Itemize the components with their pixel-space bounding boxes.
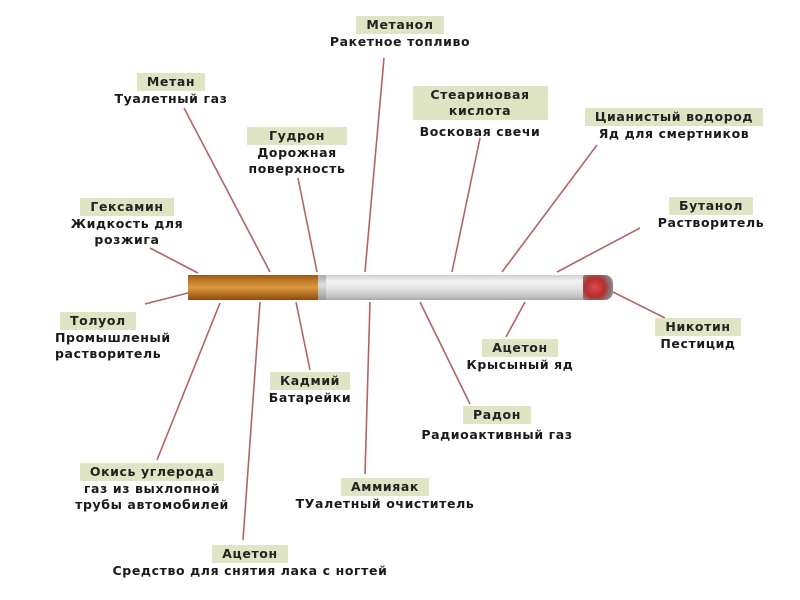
line-nicotine — [612, 291, 666, 319]
label-desc: Крысыный яд — [466, 357, 574, 372]
label-desc: Дорожная — [257, 145, 337, 160]
label-desc: Радиоактивный газ — [421, 427, 573, 442]
label-desc: Жидкость для — [70, 216, 184, 231]
label-desc: розжига — [94, 232, 160, 247]
label-title: Метан — [136, 73, 206, 91]
line-hexamine — [149, 247, 199, 274]
label-title: Гексамин — [80, 198, 174, 216]
label-title: Гудрон — [247, 127, 347, 145]
cigarette-filter — [188, 275, 318, 300]
label-title: Окись углерода — [79, 463, 225, 481]
label-title: Толуол — [60, 312, 136, 330]
label-desc: поверхность — [248, 161, 346, 176]
line-metanol — [364, 57, 385, 273]
line-toluene — [144, 292, 189, 305]
label-desc: Растворитель — [657, 215, 765, 230]
label-desc: Средство для снятия лака с ногтей — [112, 563, 388, 578]
label-title: Бутанол — [669, 197, 753, 215]
label-title: Цианистый водород — [584, 108, 764, 126]
line-cyanide — [501, 144, 598, 273]
cigarette-band — [318, 275, 326, 300]
label-desc: Яд для смертников — [598, 126, 750, 141]
label-title: Ацетон — [212, 545, 288, 563]
label-title: Метанол — [356, 16, 444, 34]
line-co — [156, 302, 221, 461]
line-metan — [183, 107, 271, 273]
label-title: Аммияак — [340, 478, 429, 496]
label-desc: трубы автомобилей — [75, 497, 229, 512]
label-desc: Ракетное топливо — [329, 34, 471, 49]
line-cadmium — [295, 301, 311, 371]
label-title: Ацетон — [482, 339, 558, 357]
label-title: Стеариновая кислота — [412, 86, 548, 120]
label-desc: газ из выхлопной — [83, 481, 221, 496]
line-gudron — [297, 177, 318, 273]
label-desc: Восковая свечи — [419, 124, 541, 139]
line-acetone-bottom — [242, 301, 261, 541]
line-radon — [419, 301, 471, 405]
cigarette-burning-tip — [583, 275, 613, 300]
label-title: Радон — [463, 406, 531, 424]
label-desc: растворитель — [55, 346, 162, 361]
label-desc: ТУалетный очиститель — [295, 496, 475, 511]
label-desc: Промышленый — [55, 330, 171, 345]
label-title: Никотин — [655, 318, 741, 336]
cigarette-paper — [318, 275, 590, 300]
label-title: Кадмий — [269, 372, 351, 390]
line-acetone-right — [505, 301, 526, 338]
line-stearin — [451, 137, 481, 273]
label-desc: Пестицид — [660, 336, 736, 351]
line-ammonia — [364, 301, 371, 475]
label-desc: Батарейки — [268, 390, 352, 405]
label-desc: Туалетный газ — [114, 91, 228, 106]
line-butanol — [556, 227, 641, 273]
